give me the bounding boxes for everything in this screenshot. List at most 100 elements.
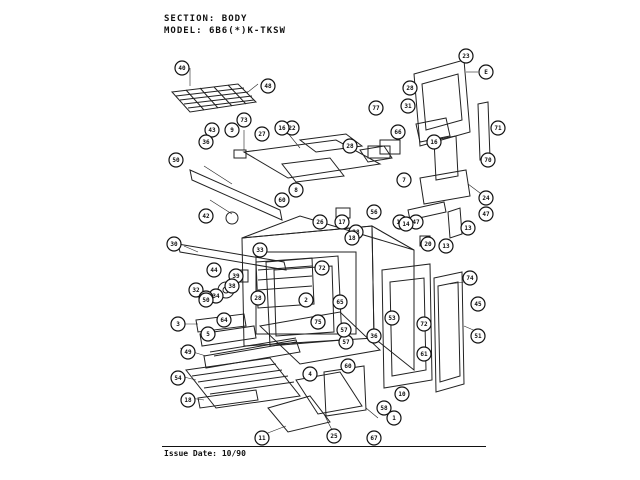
callout-number: 16: [278, 125, 286, 132]
callout-bubble: 13: [460, 220, 476, 236]
callout-circle: [298, 292, 314, 308]
callout-number: 54: [174, 375, 182, 382]
callout-number: 50: [172, 157, 180, 164]
callout-bubble: 48: [260, 78, 276, 94]
callout-number: 42: [202, 213, 210, 220]
callout-number: 10: [398, 391, 406, 398]
callout-bubble: 14: [398, 216, 414, 232]
callout-number: 47: [412, 219, 420, 226]
callout-bubble: 67: [366, 430, 382, 446]
callout-circle: [478, 206, 494, 222]
callout-number: 50: [202, 297, 210, 304]
callout-number: 7: [402, 177, 406, 184]
callout-circle: [402, 80, 418, 96]
callout-number: 32: [192, 287, 200, 294]
callout-bubble: 1: [386, 410, 402, 426]
callout-circle: [344, 230, 360, 246]
callout-bubble: 31: [400, 98, 416, 114]
callout-circle: [376, 400, 392, 416]
callout-bubble: 70: [480, 152, 496, 168]
callout-number: 57: [340, 327, 348, 334]
callout-number: 9: [230, 127, 234, 134]
callout-circle: [310, 314, 326, 330]
callout-number: 48: [264, 83, 272, 90]
callout-circle: [366, 204, 382, 220]
callout-circle: [170, 370, 186, 386]
callout-number: 39: [232, 273, 240, 280]
door-frame-part: [381, 263, 465, 393]
callout-number: 31: [404, 103, 412, 110]
callout-bubble: 28: [342, 138, 358, 154]
callout-circle: [326, 428, 342, 444]
callout-number: 2: [304, 297, 308, 304]
callout-bubble: 38: [224, 278, 240, 294]
callout-bubble: 58: [376, 400, 392, 416]
callout-circle: [396, 172, 412, 188]
callout-circle: [480, 152, 496, 168]
callout-circle: [340, 358, 356, 374]
callout-number: 75: [314, 319, 322, 326]
issue-value: 10/90: [221, 449, 246, 458]
callout-circle: [168, 152, 184, 168]
callout-number: 51: [474, 333, 482, 340]
callout-number: 28: [254, 295, 262, 302]
section-value: BODY: [221, 14, 248, 24]
callout-number: 24: [482, 195, 490, 202]
callout-circle: [386, 410, 402, 426]
callout-bubble: 26: [312, 214, 328, 230]
issue-date: Issue Date: 10/90: [164, 449, 246, 458]
callout-circle: [224, 122, 240, 138]
callout-circle: [462, 270, 478, 286]
callout-number: 53: [388, 315, 396, 322]
callout-number: 65: [336, 299, 344, 306]
callout-bubble: 54: [170, 370, 186, 386]
callout-circle: [254, 430, 270, 446]
callout-bubble: 11: [254, 430, 270, 446]
callout-circle: [216, 312, 232, 328]
callout-bubble: 18: [344, 230, 360, 246]
callout-bubble: 56: [366, 204, 382, 220]
callout-bubble: 74: [462, 270, 478, 286]
callout-number: 30: [170, 241, 178, 248]
callout-bubble: 20: [420, 236, 436, 252]
callout-number: 27: [258, 131, 266, 138]
callout-number: 67: [370, 435, 378, 442]
callout-number: 8: [294, 187, 298, 194]
callout-bubble: 47: [478, 206, 494, 222]
callout-bubble: 10: [394, 386, 410, 402]
callout-number: 16: [430, 139, 438, 146]
callout-number: 58: [380, 405, 388, 412]
callout-bubble: 65: [332, 294, 348, 310]
callout-number: 4: [308, 371, 312, 378]
callout-number: 25: [330, 433, 338, 440]
callout-number: 26: [316, 219, 324, 226]
callout-number: 28: [406, 85, 414, 92]
callout-bubble: 51: [470, 328, 486, 344]
callout-bubble: 33: [252, 242, 268, 258]
callout-number: 66: [394, 129, 402, 136]
callout-bubble: 66: [390, 124, 406, 140]
callout-bubble: 75: [310, 314, 326, 330]
callout-circle: [274, 192, 290, 208]
callout-bubble: 3: [170, 316, 186, 332]
callout-number: 40: [178, 65, 186, 72]
callout-bubble: 36: [198, 134, 214, 150]
callout-number: 23: [462, 53, 470, 60]
callout-circle: [174, 60, 190, 76]
callout-bubble: 40: [174, 60, 190, 76]
section-line: SECTION: BODY: [164, 14, 247, 24]
callout-bubble: 60: [340, 358, 356, 374]
callout-number: 72: [420, 321, 428, 328]
callout-circle: [416, 346, 432, 362]
callout-circle: [490, 120, 506, 136]
callout-bubble: 49: [180, 344, 196, 360]
callout-bubble: 61: [416, 346, 432, 362]
callout-number: 18: [184, 397, 192, 404]
callout-circle: [188, 282, 204, 298]
callout-circle: [206, 262, 222, 278]
section-label: SECTION:: [164, 14, 216, 24]
top-panel-part: [242, 133, 393, 183]
callout-bubble: 44: [206, 262, 222, 278]
callout-number: 71: [494, 125, 502, 132]
callout-circle: [260, 78, 276, 94]
